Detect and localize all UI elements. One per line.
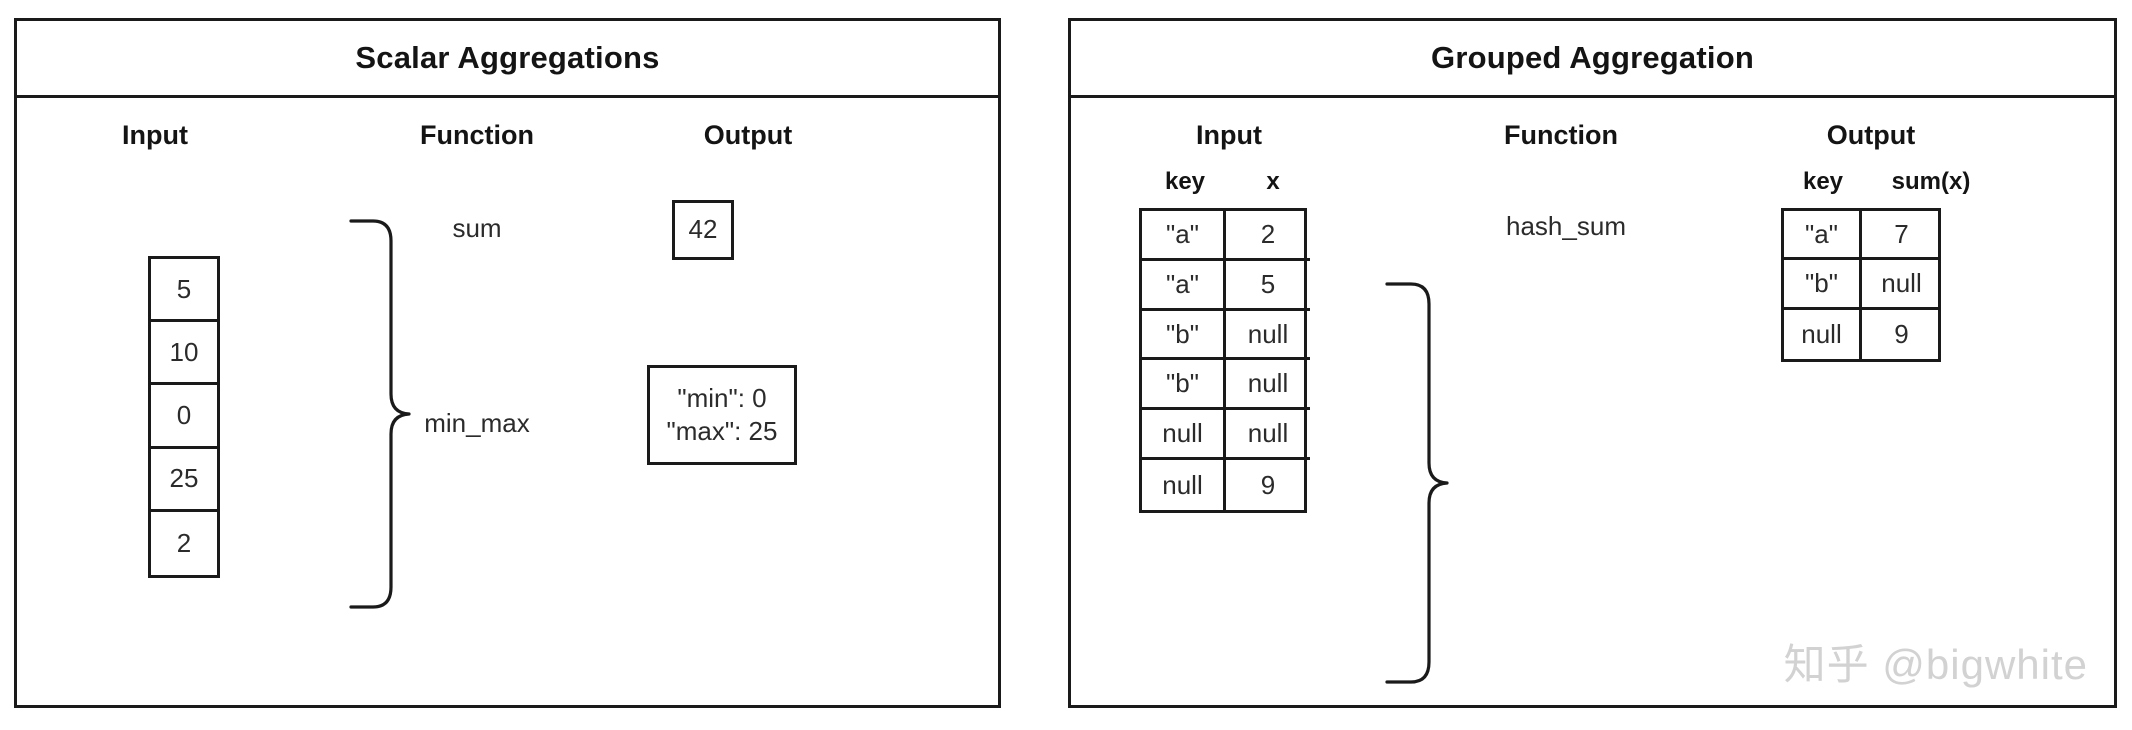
- grouped-input-header-key: key: [1164, 168, 1206, 195]
- grouped-aggregation-panel: Grouped Aggregation Output Input Functio…: [1068, 18, 2117, 708]
- scalar-output-sum-box: 42: [672, 200, 734, 260]
- grouped-rows-brace: [1383, 279, 1463, 689]
- grouped-function-hashsum: hash_sum: [1506, 211, 1626, 241]
- scalar-function-sum: sum: [452, 213, 502, 243]
- scalar-output-value: "min": 0: [677, 382, 767, 413]
- grouped-panel-body: Output Input Function key x "a"2"a"5"b"n…: [1071, 98, 2114, 705]
- scalar-input-cell: 5: [151, 259, 217, 323]
- scalar-output-caption: Output: [703, 120, 793, 150]
- grouped-panel-header: Grouped Aggregation: [1071, 21, 2114, 98]
- scalar-input-cell: 25: [151, 449, 217, 512]
- grouped-input-cell: "b": [1142, 360, 1226, 411]
- scalar-aggregations-panel: Scalar Aggregations Input Function Outpu…: [14, 18, 1001, 708]
- grouped-output-cell: "b": [1784, 260, 1862, 310]
- grouped-input-cell: 9: [1260, 469, 1276, 500]
- grouped-input-cell: null: [1226, 311, 1310, 361]
- scalar-input-cell: 10: [151, 322, 217, 386]
- scalar-output-value: "max": 25: [666, 416, 778, 446]
- scalar-function-caption: Function: [420, 120, 534, 150]
- grouped-output-cell: null: [1862, 260, 1941, 310]
- grouped-output-header-sumx: sum(x): [1891, 168, 1971, 195]
- scalar-output-value: 42: [688, 214, 718, 245]
- scalar-input-caption: Input: [122, 120, 188, 150]
- scalar-input-cell: 0: [151, 385, 217, 449]
- grouped-input-cell: 2: [1226, 211, 1310, 261]
- grouped-output-cell: 7: [1862, 211, 1941, 261]
- grouped-input-cell: "b": [1142, 310, 1226, 361]
- scalar-group-brace: [347, 216, 417, 616]
- grouped-output-caption: Output: [1826, 120, 1916, 150]
- watermark-text: 知乎 @bigwhite: [1783, 641, 2088, 688]
- grouped-input-caption: Input: [1196, 120, 1262, 150]
- grouped-input-cell: "a": [1142, 211, 1226, 261]
- scalar-function-minmax: min_max: [424, 408, 530, 438]
- grouped-input-header-x: x: [1266, 168, 1280, 195]
- grouped-output-header-key: key: [1802, 168, 1844, 195]
- grouped-input-cell: null: [1142, 460, 1226, 510]
- grouped-function-caption: Function: [1504, 120, 1618, 150]
- grouped-input-cell: null: [1142, 410, 1226, 461]
- grouped-output-cell: "a": [1784, 211, 1862, 261]
- scalar-input-cell: 2: [176, 527, 192, 558]
- grouped-input-cell: "a": [1142, 260, 1226, 311]
- scalar-panel-header: Scalar Aggregations: [17, 21, 998, 98]
- grouped-output-cell: 9: [1894, 318, 1909, 349]
- grouped-input-cell: 5: [1226, 261, 1310, 311]
- scalar-panel-title: Scalar Aggregations: [355, 40, 660, 75]
- grouped-input-cell: null: [1226, 410, 1310, 461]
- grouped-panel-title: Grouped Aggregation: [1431, 40, 1754, 75]
- scalar-output-minmax-box: "min": 0"max": 25: [647, 365, 797, 465]
- grouped-input-cell: null: [1226, 360, 1310, 411]
- grouped-output-cell: null: [1784, 309, 1862, 359]
